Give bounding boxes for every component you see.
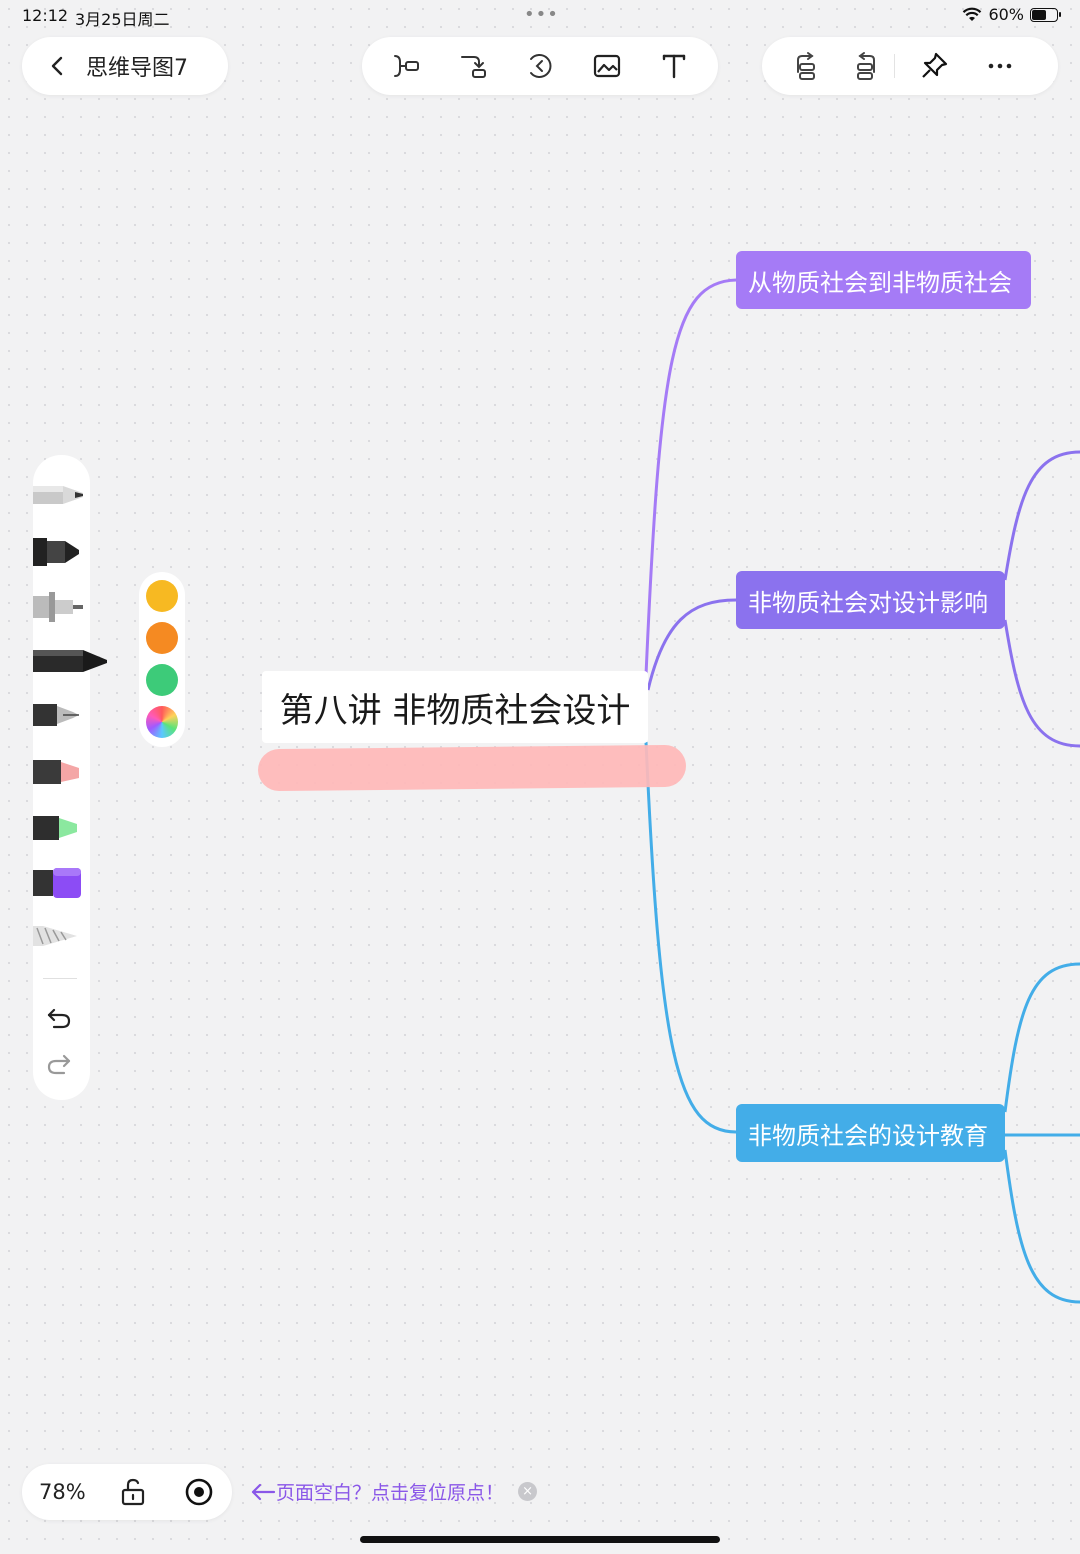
zoom-bar: 78% [22, 1464, 232, 1520]
zoom-level[interactable]: 78% [39, 1480, 86, 1504]
color-swatch-yellow[interactable] [146, 580, 178, 612]
central-topic[interactable]: 第八讲 非物质社会设计 [262, 671, 648, 743]
insert-sibling-icon[interactable] [456, 49, 490, 83]
brush-pen-tool[interactable] [33, 650, 107, 672]
reset-hint[interactable]: 页面空白？点击复位原点！ × [250, 1478, 538, 1505]
green-highlighter-tool[interactable] [33, 816, 77, 840]
battery-icon [1030, 7, 1061, 22]
status-time: 12:12 [22, 6, 69, 25]
arrow-left-icon [251, 1483, 276, 1500]
fountain-pen-tool[interactable] [33, 704, 79, 726]
redo-icon[interactable] [46, 1050, 72, 1076]
insert-toolbar [362, 37, 718, 95]
color-swatch-green[interactable] [146, 664, 178, 696]
back-icon[interactable] [48, 56, 68, 76]
multitask-dots[interactable]: ••• [524, 4, 559, 25]
toolbar-divider [894, 54, 895, 78]
battery-percent: 60% [988, 5, 1024, 24]
color-swatch-orange[interactable] [146, 622, 178, 654]
marker-tool[interactable] [33, 538, 79, 566]
more-icon[interactable] [983, 49, 1017, 83]
layout-left-icon[interactable] [790, 49, 824, 83]
layout-right-icon[interactable] [848, 49, 882, 83]
eraser-tool[interactable] [33, 868, 81, 898]
insert-child-icon[interactable] [389, 49, 423, 83]
layout-toolbar [762, 37, 1058, 95]
pin-icon[interactable] [917, 49, 951, 83]
pencil-tool[interactable] [33, 486, 83, 504]
title-bar: 思维导图7 [22, 37, 228, 95]
close-hint-icon[interactable]: × [518, 1482, 538, 1501]
status-date: 3月25日周二 [75, 10, 170, 29]
text-icon[interactable] [657, 49, 691, 83]
pink-highlight-stroke[interactable] [257, 744, 687, 792]
topic-node-3[interactable]: 非物质社会的设计教育 [736, 1104, 1005, 1162]
document-title[interactable]: 思维导图7 [86, 56, 188, 81]
topic-node-1[interactable]: 从物质社会到非物质社会 [736, 251, 1031, 309]
status-right: 60% [962, 5, 1061, 24]
topic-node-2[interactable]: 非物质社会对设计影响 [736, 571, 1005, 629]
lasso-tool[interactable] [33, 926, 77, 946]
pink-highlighter-tool[interactable] [33, 760, 79, 784]
reset-hint-text: 页面空白？点击复位原点！ [276, 1482, 505, 1504]
wifi-icon [963, 7, 982, 21]
home-indicator[interactable] [360, 1536, 720, 1543]
reset-origin-icon[interactable] [184, 1477, 214, 1507]
technical-pen-tool[interactable] [33, 592, 83, 622]
color-picker-rainbow[interactable] [146, 706, 178, 738]
pen-tools [33, 486, 107, 946]
color-palette [139, 572, 185, 747]
image-icon[interactable] [590, 49, 624, 83]
undo-icon[interactable] [46, 1004, 72, 1030]
palette-divider [43, 978, 77, 979]
back-circle-icon[interactable] [523, 49, 557, 83]
unlock-icon[interactable] [120, 1478, 146, 1506]
